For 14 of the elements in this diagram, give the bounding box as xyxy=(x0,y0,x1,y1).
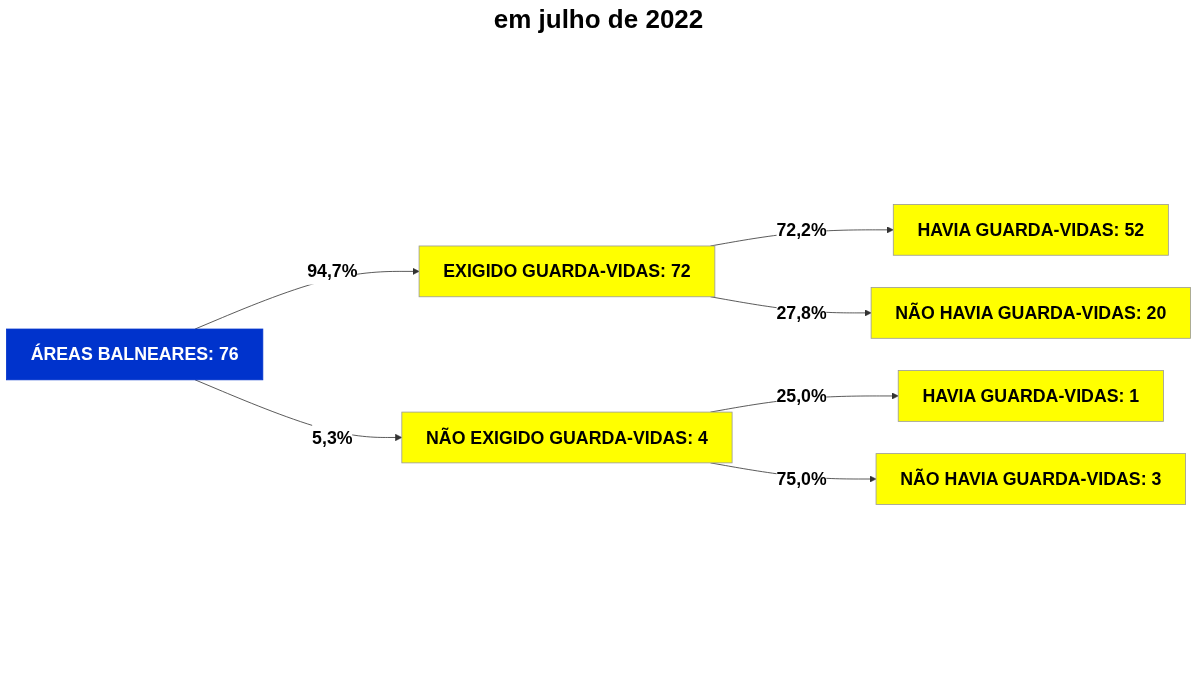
edge-label: 27,8% xyxy=(776,302,827,323)
diagram-title: em julho de 2022 xyxy=(492,4,705,35)
node-box: NÃO HAVIA GUARDA-VIDAS: 20 xyxy=(870,286,1191,339)
node-box: EXIGIDO GUARDA-VIDAS: 72 xyxy=(418,245,716,297)
edge-label: 75,0% xyxy=(776,468,827,489)
edge-label: 25,0% xyxy=(776,385,827,406)
node-box: HAVIA GUARDA-VIDAS: 1 xyxy=(897,369,1164,422)
node-box: NÃO EXIGIDO GUARDA-VIDAS: 4 xyxy=(401,411,733,463)
edge-label: 94,7% xyxy=(307,260,358,282)
node-box: NÃO HAVIA GUARDA-VIDAS: 3 xyxy=(875,452,1186,505)
edge-label: 72,2% xyxy=(776,219,827,240)
node-box: ÁREAS BALNEARES: 76 xyxy=(6,328,264,380)
node-box: HAVIA GUARDA-VIDAS: 52 xyxy=(892,203,1169,256)
edge-label: 5,3% xyxy=(312,426,353,448)
